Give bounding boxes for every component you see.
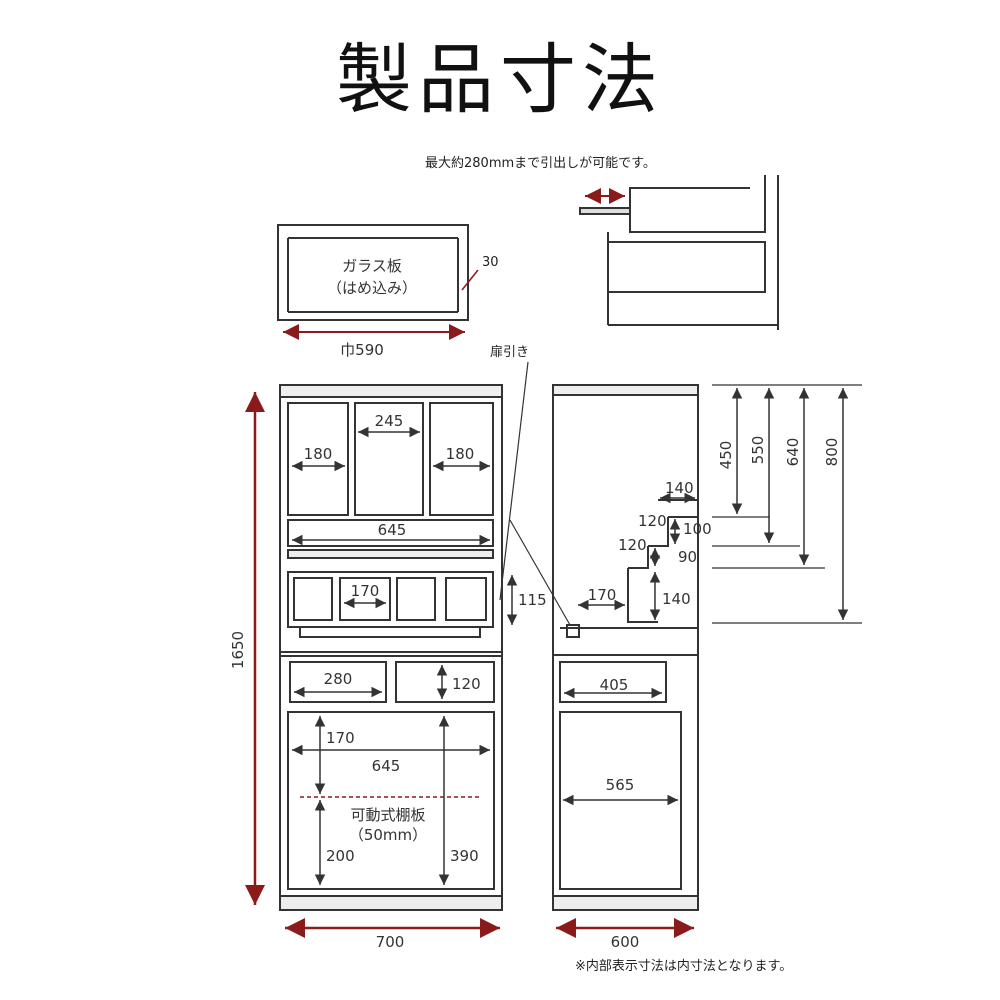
upper-right-label: 180 bbox=[446, 445, 475, 463]
lower-left-label: 200 bbox=[326, 847, 355, 865]
side-step7-label: 140 bbox=[662, 590, 691, 608]
depth-600-label: 600 bbox=[611, 933, 640, 951]
glass-width-label: 巾590 bbox=[340, 341, 384, 359]
movable-shelf-label-line2: （50mm） bbox=[349, 826, 427, 844]
glass-depth-label: 30 bbox=[482, 255, 499, 270]
side-lower-label: 565 bbox=[606, 776, 635, 794]
lower-right-label: 390 bbox=[450, 847, 479, 865]
mid-drawer-height-label: 120 bbox=[452, 675, 481, 693]
width-700-label: 700 bbox=[376, 933, 405, 951]
upper-left-label: 180 bbox=[304, 445, 333, 463]
height-550-label: 550 bbox=[749, 436, 767, 465]
side-drawer-label: 405 bbox=[600, 676, 629, 694]
side-step2-label: 120 bbox=[638, 512, 667, 530]
height-450-label: 450 bbox=[717, 441, 735, 470]
lower-width-label: 645 bbox=[372, 757, 401, 775]
front-view bbox=[279, 384, 503, 911]
glass-label-line2: （はめ込み） bbox=[327, 279, 417, 297]
side-step3-label: 100 bbox=[683, 520, 712, 538]
door-pull-leader bbox=[499, 361, 529, 601]
glass-panel bbox=[277, 224, 469, 321]
glass-label-line1: ガラス板 bbox=[342, 257, 402, 275]
drawer-note: 最大約280mmまで引出しが可能です。 bbox=[425, 156, 656, 171]
height-reference-lines bbox=[712, 384, 862, 624]
side-step4-label: 120 bbox=[618, 536, 647, 554]
height-640-label: 640 bbox=[784, 438, 802, 467]
shelf-width-label: 645 bbox=[378, 521, 407, 539]
mid-drawer-width-label: 280 bbox=[324, 670, 353, 688]
side-view bbox=[552, 384, 699, 911]
small-drawer-label: 170 bbox=[351, 582, 380, 600]
upper-center-label: 245 bbox=[375, 412, 404, 430]
page-title: 製品寸法 bbox=[336, 35, 664, 124]
movable-shelf-label-line1: 可動式棚板 bbox=[350, 806, 425, 824]
side-step5-label: 90 bbox=[678, 548, 697, 566]
drawer-detail bbox=[579, 175, 779, 330]
drawer-height-label: 115 bbox=[518, 591, 547, 609]
lower-top-label: 170 bbox=[326, 729, 355, 747]
footnote: ※内部表示寸法は内寸法となります。 bbox=[575, 958, 792, 974]
glass-depth-leader bbox=[461, 269, 479, 291]
height-800-label: 800 bbox=[823, 438, 841, 467]
height-1650-label: 1650 bbox=[229, 631, 247, 669]
side-step6-label: 170 bbox=[588, 586, 617, 604]
door-pull-callout: 扉引き bbox=[490, 344, 529, 360]
side-step1-label: 140 bbox=[665, 479, 694, 497]
door-pull-leader-2 bbox=[509, 519, 571, 626]
